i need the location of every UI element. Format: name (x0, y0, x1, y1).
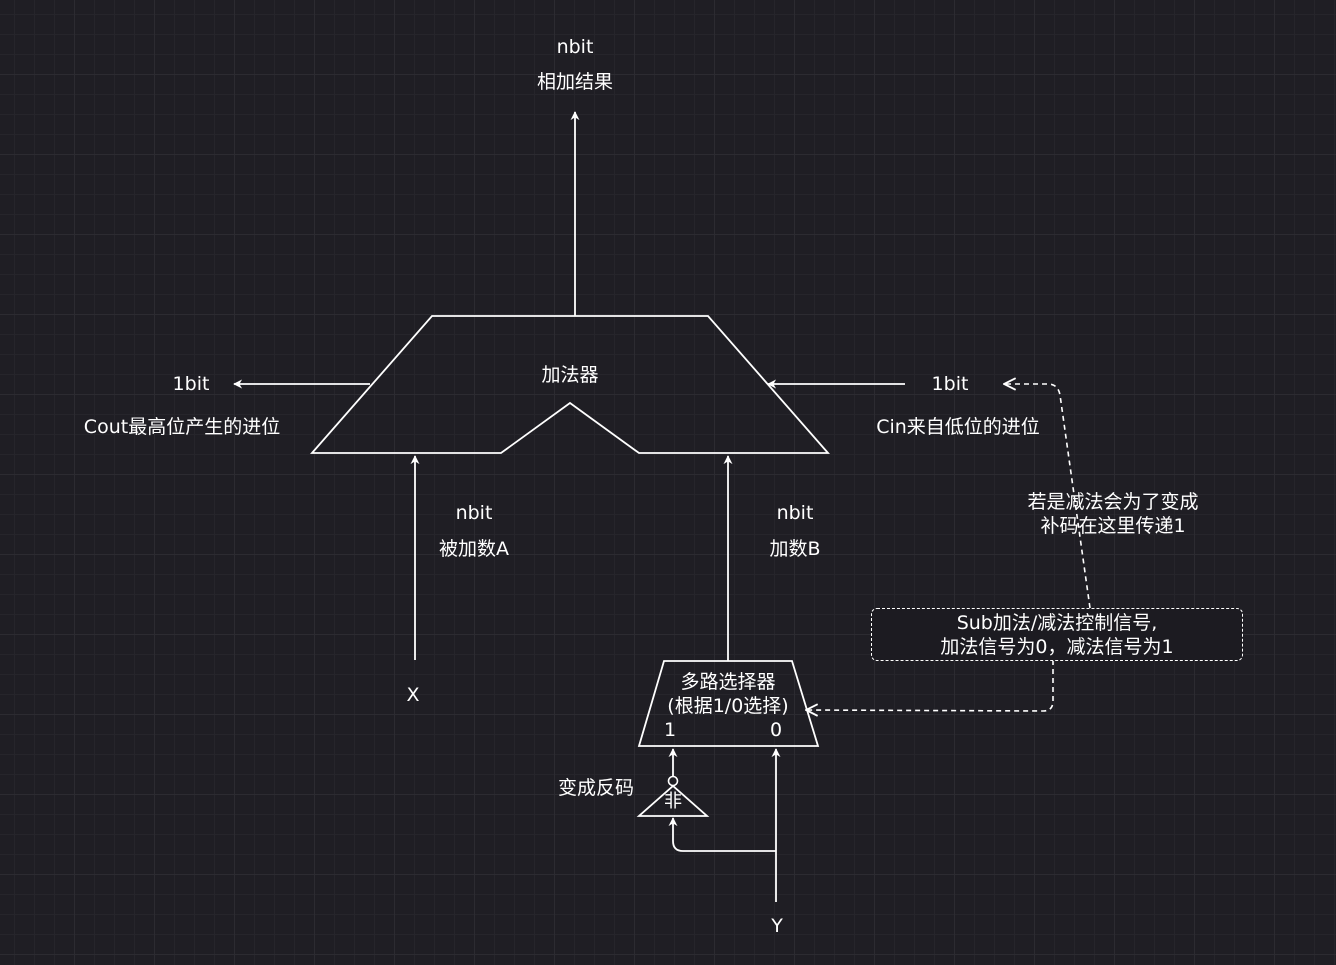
sub-note-line1: 若是减法会为了变成 (1027, 491, 1199, 513)
adder-label: 加法器 (541, 364, 599, 386)
mux-title-label: 多路选择器 (680, 671, 776, 693)
input-a-width-label: nbit (455, 502, 493, 524)
input-x-label: X (406, 684, 420, 706)
not-gate-caption: 变成反码 (557, 777, 635, 799)
mux-port-0-label: 0 (769, 719, 783, 741)
input-y-label: Y (771, 915, 783, 937)
adder-shape (310, 315, 830, 454)
sub-to-mux-dashed-wire (806, 660, 1054, 711)
sub-note-line2: 补码在这里传递1 (1040, 515, 1186, 537)
cin-width-label: 1bit (931, 373, 969, 395)
cout-width-label: 1bit (172, 373, 210, 395)
y-branch-wire (668, 817, 776, 852)
input-b-name-label: 加数B (769, 538, 821, 560)
sub-signal-line2: 加法信号为0，减法信号为1 (940, 636, 1174, 658)
mux-subtitle-label: (根据1/0选择) (667, 695, 789, 717)
mux-shape (637, 660, 820, 747)
sub-signal-box: Sub加法/减法控制信号, 加法信号为0，减法信号为1 (871, 608, 1243, 661)
input-b-width-label: nbit (776, 502, 814, 524)
mux-port-1-label: 1 (663, 719, 677, 741)
cin-name-label: Cin来自低位的进位 (876, 416, 1040, 438)
not-gate-bubble (667, 775, 679, 787)
output-width-label: nbit (556, 36, 594, 58)
not-gate-label: 非 (664, 791, 682, 812)
not-gate-shape (636, 784, 710, 817)
sub-signal-line1: Sub加法/减法控制信号, (956, 612, 1158, 634)
output-name-label: 相加结果 (536, 71, 614, 93)
cout-name-label: Cout最高位产生的进位 (83, 416, 281, 438)
input-a-name-label: 被加数A (439, 538, 509, 560)
